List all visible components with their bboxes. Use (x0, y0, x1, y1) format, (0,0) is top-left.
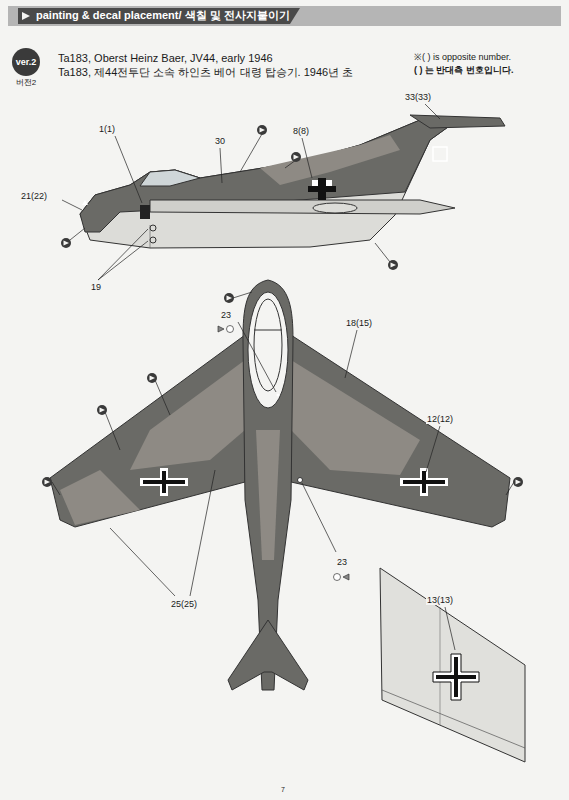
callout-number: 21(22) (20, 191, 48, 201)
callout-number: 25(25) (170, 599, 198, 609)
aircraft-title-korean: Ta183, 제44전투단 소속 하인츠 베어 대령 탑승기. 1946년 초 (58, 66, 353, 79)
aircraft-title: Ta183, Oberst Heinz Baer, JV44, early 19… (58, 52, 273, 65)
callout-number: 13(13) (426, 595, 454, 605)
callout-number: 23 (336, 557, 348, 567)
callout-number: 19 (90, 282, 102, 292)
note: ※( ) is opposite number. (414, 52, 511, 62)
callout-number: 23 (220, 310, 232, 320)
callout-number: 1(1) (98, 124, 116, 134)
callout-number: 12(12) (426, 414, 454, 424)
callout-number: 18(15) (345, 318, 373, 328)
badge-text: ver.2 (16, 57, 37, 67)
page-number: 7 (281, 786, 285, 794)
callout-number: 8(8) (292, 126, 310, 136)
header-title: painting & decal placement/ 색칠 및 전사지붙이기 (36, 9, 290, 22)
callout-number: 33(33) (404, 92, 432, 102)
badge-subtext: 버전2 (16, 78, 36, 87)
note-korean: ( ) 는 반대측 번호입니다. (414, 65, 514, 75)
version-badge: ver.2버전2 (12, 48, 40, 76)
callout-number: 30 (214, 136, 226, 146)
